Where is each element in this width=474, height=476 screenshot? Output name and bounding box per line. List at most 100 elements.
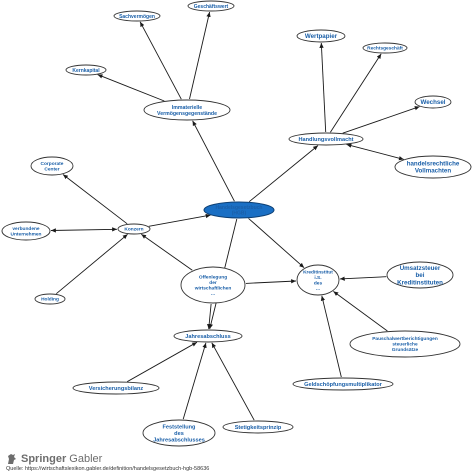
node-shape-feststellung <box>142 419 216 447</box>
node-versicherungsbilanz[interactable]: Versicherungsbilanz <box>72 381 160 395</box>
edge-stetigkeit-to-jahresabschluss <box>211 342 255 421</box>
node-sachvermoegen[interactable]: Sachvermögen <box>113 10 161 22</box>
node-shape-holding <box>34 293 66 305</box>
node-jahresabschluss[interactable]: Jahresabschluss <box>173 329 243 343</box>
edge-hgb-to-kreditinstitut <box>248 218 305 269</box>
node-label-offenlegung-2: wirtschaftlichen <box>194 285 232 291</box>
node-label-konzern-0: Konzern <box>124 227 143 233</box>
node-shape-jahresabschluss <box>173 329 243 343</box>
node-label-verbundene-1: Unternehmen <box>11 231 42 237</box>
node-shape-verbundene <box>1 221 51 241</box>
node-label-corporate_center-0: Corporate <box>41 161 64 167</box>
edge-hgb-to-immaterielle <box>192 120 235 202</box>
node-shape-hgb <box>203 201 275 219</box>
node-kernkapital[interactable]: Kernkapital <box>65 64 107 76</box>
edge-feststellung-to-jahresabschluss <box>182 342 207 420</box>
node-shape-wechsel <box>414 95 452 109</box>
node-shape-stetigkeit <box>222 420 294 434</box>
edge-versicherungsbilanz-to-jahresabschluss <box>126 341 198 383</box>
node-offenlegung[interactable]: Offenlegungderwirtschaftlichen... <box>180 266 246 304</box>
edge-immaterielle-to-kernkapital <box>97 74 165 102</box>
node-label-kreditinstitut-2: des <box>314 280 323 286</box>
node-label-versicherungsbilanz-0: Versicherungsbilanz <box>89 386 144 392</box>
node-label-jahresabschluss-0: Jahresabschluss <box>185 334 230 340</box>
node-label-corporate_center-1: Center <box>44 166 59 172</box>
node-stetigkeit[interactable]: Stetigkeitsprinzip <box>222 420 294 434</box>
node-shape-corporate_center <box>30 156 74 176</box>
edge-holding-to-konzern <box>56 233 128 295</box>
edges-layer <box>50 11 420 421</box>
node-shape-kreditinstitut <box>296 264 340 296</box>
node-handlungsvollmacht[interactable]: Handlungsvollmacht <box>288 132 364 146</box>
nodes-layer: Handelsgesetzbuch(HGB) Sachvermögen Geschä… <box>1 0 472 447</box>
node-shape-rechtsgeschaeft <box>362 42 408 54</box>
node-shape-geldschoepfung <box>292 377 394 391</box>
node-label-umsatzsteuer-1: bei <box>416 272 425 279</box>
edge-immaterielle-to-sachvermoegen <box>139 21 182 100</box>
node-shape-versicherungsbilanz <box>72 381 160 395</box>
node-wertpapier[interactable]: Wertpapier <box>296 29 346 43</box>
node-kreditinstitut[interactable]: Kreditinstituti.S.des... <box>296 264 340 296</box>
edge-handlungsvollmacht-to-rechtsgeschaeft <box>330 53 382 133</box>
node-label-feststellung-2: Jahresabschlusses <box>153 437 205 443</box>
node-shape-umsatzsteuer <box>386 261 454 289</box>
node-label-wechsel-0: Wechsel <box>421 99 446 106</box>
node-label-feststellung-1: des <box>174 431 184 437</box>
node-label-verbundene-0: verbundene <box>12 226 40 232</box>
node-holding[interactable]: Holding <box>34 293 66 305</box>
node-shape-wertpapier <box>296 29 346 43</box>
node-label-stetigkeit-0: Stetigkeitsprinzip <box>235 425 282 431</box>
node-label-offenlegung-1: der <box>209 280 217 286</box>
node-label-hgb-1: (HGB) <box>232 211 247 217</box>
node-konzern[interactable]: Konzern <box>117 223 151 235</box>
node-label-feststellung-0: Feststellung <box>163 425 197 431</box>
node-label-immaterielle-0: Immaterielle <box>172 105 202 111</box>
node-label-sachvermoegen-0: Sachvermögen <box>119 14 155 20</box>
node-shape-handlungsvollmacht <box>288 132 364 146</box>
node-label-kreditinstitut-1: i.S. <box>314 275 321 281</box>
node-label-offenlegung-3: ... <box>211 292 215 297</box>
node-label-pauschalwert-2: Grundsätze <box>392 347 419 353</box>
node-geschaeftswert[interactable]: Geschäftswert <box>187 0 235 12</box>
edge-handlungsvollmacht-to-hr_vollmachten <box>346 143 404 161</box>
node-shape-kernkapital <box>65 64 107 76</box>
node-label-handlungsvollmacht-0: Handlungsvollmacht <box>298 137 353 143</box>
edge-handlungsvollmacht-to-wechsel <box>342 106 420 134</box>
node-label-kernkapital-0: Kernkapital <box>72 68 100 74</box>
edge-immaterielle-to-geschaeftswert <box>189 11 211 100</box>
logo-wordmark: Springer Gabler <box>21 453 103 465</box>
node-label-geldschoepfung-0: Geldschöpfungsmultiplikator <box>304 382 383 388</box>
node-wechsel[interactable]: Wechsel <box>414 95 452 109</box>
edge-konzern-to-corporate_center <box>62 174 128 225</box>
node-label-offenlegung-0: Offenlegung <box>199 274 227 280</box>
node-label-geschaeftswert-0: Geschäftswert <box>194 4 229 10</box>
node-label-wertpapier-0: Wertpapier <box>305 33 338 40</box>
node-label-umsatzsteuer-0: Umsatzsteuer <box>400 265 441 272</box>
node-geldschoepfung[interactable]: Geldschöpfungsmultiplikator <box>292 377 394 391</box>
node-shape-geschaeftswert <box>187 0 235 12</box>
edge-hgb-to-handlungsvollmacht <box>248 145 319 203</box>
edge-pauschalwert-to-kreditinstitut <box>333 291 388 332</box>
node-hgb[interactable]: Handelsgesetzbuch(HGB) <box>203 201 275 219</box>
node-label-kreditinstitut-3: ... <box>316 287 320 292</box>
node-pauschalwert[interactable]: PauschalwertberichtigungensteuerlicheGru… <box>349 330 461 358</box>
edge-offenlegung-to-jahresabschluss <box>207 303 212 330</box>
node-rechtsgeschaeft[interactable]: Rechtsgeschäft <box>362 42 408 54</box>
node-shape-immaterielle <box>143 99 231 121</box>
edge-konzern-to-verbundene <box>50 227 118 233</box>
node-label-hr_vollmachten-0: handelsrechtliche <box>407 161 460 168</box>
node-label-umsatzsteuer-2: Kreditinstituten <box>397 279 443 286</box>
edge-konzern-to-hgb <box>148 213 211 227</box>
footer: Springer Gabler Quelle: https://wirtscha… <box>6 453 209 472</box>
node-label-immaterielle-1: Vermögensgegenstände <box>157 111 217 117</box>
node-label-hr_vollmachten-1: Vollmachten <box>415 168 452 175</box>
source-text: Quelle: https://wirtschaftslexikon.gable… <box>6 466 210 472</box>
node-shape-pauschalwert <box>349 330 461 358</box>
node-label-hgb-0: Handelsgesetzbuch <box>216 205 263 211</box>
